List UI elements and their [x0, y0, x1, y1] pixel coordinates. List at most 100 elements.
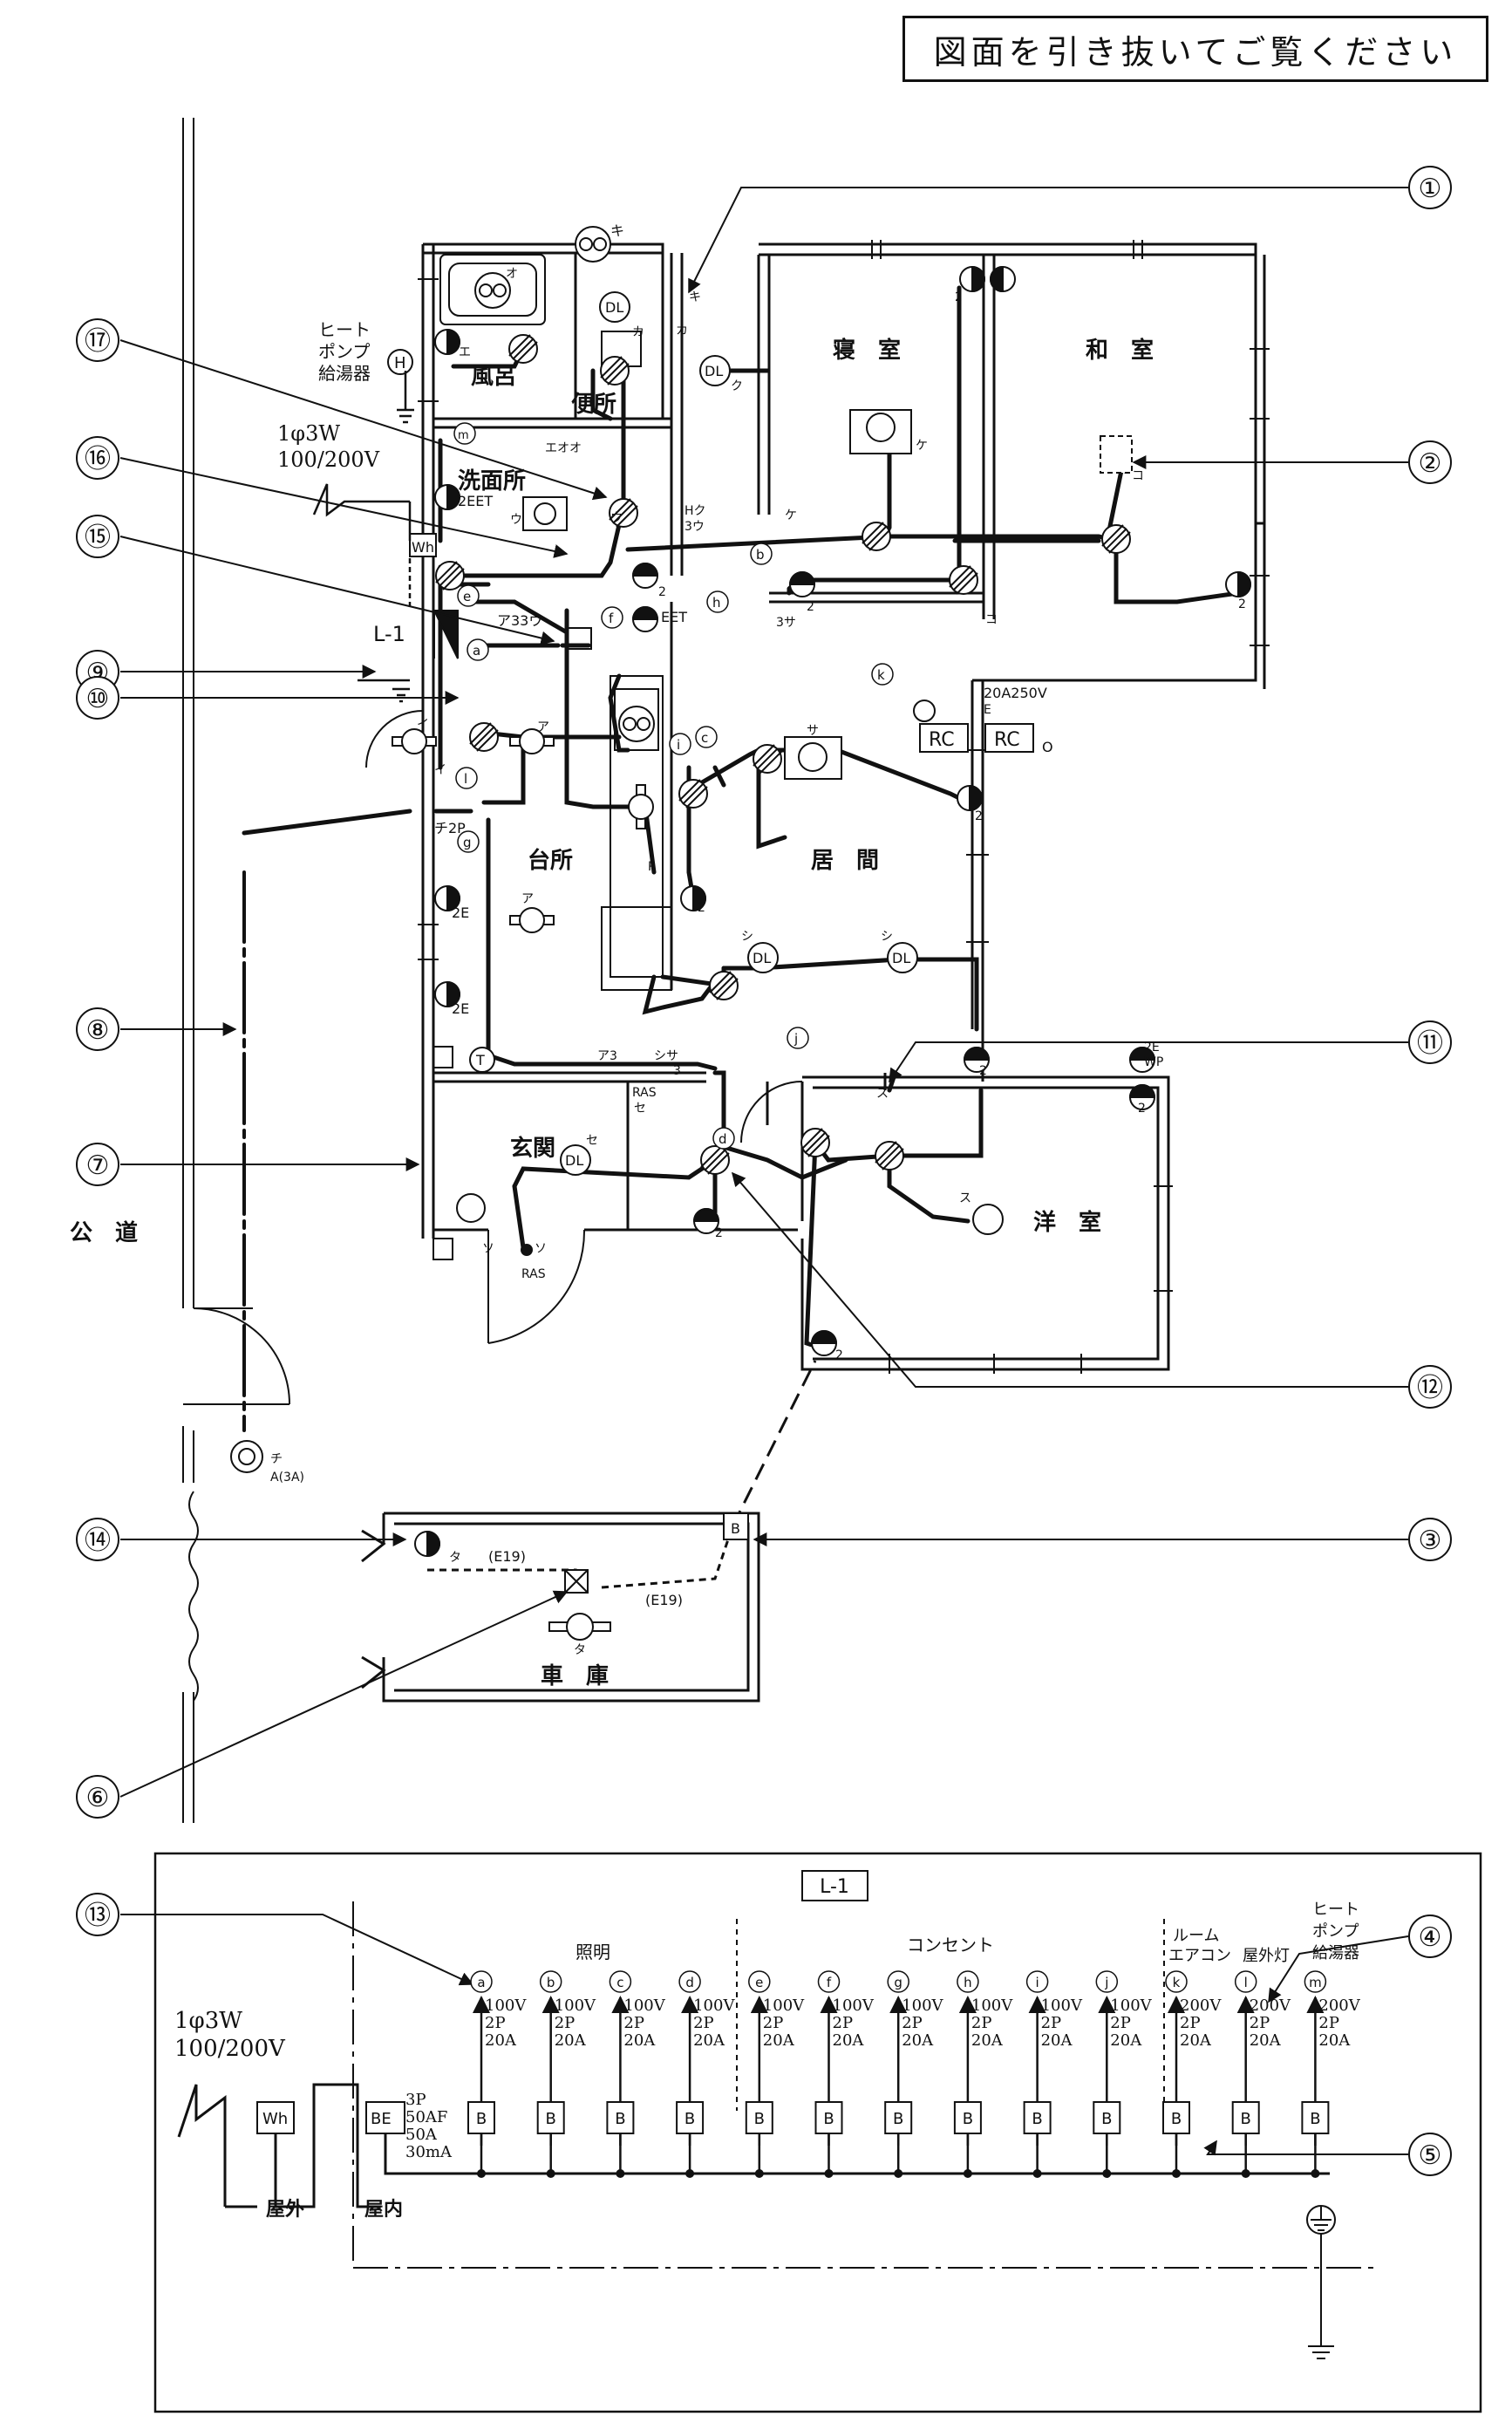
svg-text:l: l — [464, 771, 467, 787]
branch-breaker-label: B — [893, 2110, 903, 2128]
rc-label-1: RC — [929, 729, 955, 751]
callout-2-text: ② — [1419, 448, 1442, 479]
road-label: 公 道 — [70, 1219, 138, 1246]
ceiling-light — [575, 226, 611, 263]
two-e-label-2: 2E — [452, 1000, 469, 1017]
schedule-phase: 1φ3W — [174, 2008, 242, 2034]
branch-amps: 20A — [485, 2031, 517, 2050]
main-busbar — [384, 2133, 1330, 2175]
kana-ta-2: タ — [574, 1643, 586, 1657]
bus-node — [1032, 2169, 1042, 2178]
label-b-garage: B — [731, 1520, 740, 1537]
light-chi — [230, 1440, 263, 1473]
circuit-marker-l: l — [455, 767, 478, 789]
main-spec-1: 3P — [405, 2091, 426, 2109]
ceiling-box — [849, 409, 912, 454]
circuit-marker-k: k — [871, 663, 894, 686]
heat-pump-line2: ポンプ — [318, 341, 370, 362]
main-spec-2: 50AF — [405, 2108, 447, 2126]
callout-3: ③ — [1408, 1518, 1452, 1561]
room-bedroom: 寝 室 — [833, 337, 901, 364]
kana-ka-1: カ — [676, 324, 688, 338]
schedule-main-breaker-box — [365, 2101, 405, 2134]
dl-label-4: DL — [892, 950, 910, 966]
callout-17: ⑰ — [76, 318, 119, 362]
schedule-main-breaker-label: BE — [371, 2110, 392, 2128]
kana-so-1: ソ — [482, 1242, 494, 1256]
branch-amps: 20A — [1318, 2031, 1351, 2050]
circuit-badge — [817, 1970, 841, 1993]
garage-junction — [564, 1569, 589, 1594]
branch-breaker-label: B — [1241, 2110, 1251, 2128]
kana-shisa: シサ — [654, 1049, 678, 1063]
circuit-badge — [1304, 1970, 1327, 1993]
ground-symbol — [1306, 2205, 1336, 2359]
outlet-symbol — [957, 784, 983, 812]
rc-label-2: RC — [994, 729, 1020, 751]
kana-ko-2: コ — [985, 613, 998, 627]
outlet-symbol — [959, 265, 985, 293]
circuit-marker-c: c — [695, 726, 718, 748]
count-2-i: 2 — [715, 1226, 723, 1240]
branch-breaker-label: B — [1032, 2110, 1042, 2128]
circuit-letter: m — [1309, 1975, 1322, 1990]
branch-breaker-label: B — [546, 2110, 556, 2128]
bus-node — [1172, 2169, 1181, 2178]
circuit-letter: h — [964, 1975, 972, 1990]
callout-4-text: ④ — [1419, 1922, 1442, 1953]
schedule-voltage: 100/200V — [174, 2036, 286, 2062]
callout-8-text: ⑧ — [86, 1015, 110, 1046]
circuit-marker-i: i — [669, 733, 691, 755]
branch-poles: 2P — [1318, 2014, 1339, 2032]
chi-a3a-label: A(3A) — [270, 1471, 304, 1485]
bus-node — [894, 2169, 903, 2178]
callout-1-text: ① — [1419, 174, 1442, 204]
plan-circuit-markers: a b c d e f g h i j k l m — [453, 422, 894, 1150]
branch-circuits: a100V2P20ABb100V2P20ABc100V2P20ABd100V2P… — [467, 1970, 1361, 2178]
plan-text: 風呂 便所 洗面所 寝 室 和 室 台所 居 間 玄関 洋 室 車 庫 公 道 … — [70, 222, 1246, 1689]
branch-poles: 2P — [485, 2014, 506, 2032]
service-drop — [312, 371, 414, 703]
group-outlets: コンセント — [907, 1935, 994, 1955]
outlet-20a-label: 20A250V — [984, 685, 1047, 701]
fluorescent-light — [392, 728, 437, 754]
callout-5: ⑤ — [1408, 2133, 1452, 2176]
outlet-symbol — [434, 328, 460, 356]
circuit-badge — [748, 1970, 771, 1993]
kana-o: オ — [506, 267, 518, 281]
branch-voltage: 100V — [485, 1996, 527, 2015]
light-fixtures — [230, 226, 1133, 1641]
kana-shi-1: シ — [741, 930, 753, 944]
svg-text:k: k — [877, 667, 885, 683]
outdoor-light — [913, 700, 936, 722]
branch-poles: 2P — [902, 2014, 923, 2032]
branch-poles: 2P — [555, 2014, 576, 2032]
circuit-marker-a: a — [467, 638, 489, 661]
branch-breaker-label: B — [615, 2110, 625, 2128]
circuit-badge — [1095, 1970, 1119, 1993]
svg-text:e: e — [463, 589, 471, 604]
circuit-letter: c — [616, 1975, 623, 1990]
branch-breaker-box — [676, 2101, 705, 2134]
schedule-meter-label: Wh — [262, 2110, 288, 2128]
pendant — [972, 1204, 1004, 1235]
outlet-symbol — [434, 483, 460, 511]
e19-label-1: (E19) — [488, 1548, 526, 1565]
downlight — [887, 942, 918, 973]
wall-light — [456, 1193, 533, 1256]
outlet-symbol — [680, 884, 706, 912]
branch-poles: 2P — [971, 2014, 992, 2032]
kana-su-2: ス — [959, 1191, 971, 1205]
room-bath: 風呂 — [471, 364, 516, 390]
callout-10-text: ⑩ — [86, 684, 110, 714]
schedule-outdoor: 屋外 — [266, 2198, 304, 2221]
outlet-symbol — [434, 980, 460, 1008]
circuit-badge — [539, 1970, 562, 1993]
branch-breaker-label: B — [754, 2110, 765, 2128]
pendant — [1100, 435, 1133, 474]
circuit-badge — [1165, 1970, 1188, 1993]
svg-text:c: c — [701, 730, 708, 746]
